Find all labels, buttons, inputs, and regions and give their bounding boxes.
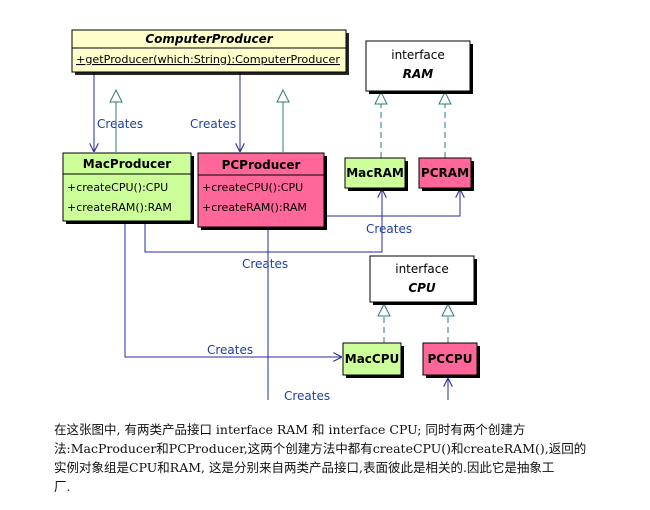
macram-realization-arrowhead (374, 90, 388, 105)
computer-producer-name: ComputerProducer (145, 32, 273, 46)
maccpu-class[interactable]: MacCPU (342, 342, 404, 378)
cpu-interface-keyword: interface (395, 262, 449, 276)
pccpu-name: PCCPU (428, 352, 473, 366)
caption-line: 厂. (54, 479, 71, 494)
macram-class[interactable]: MacRAM (344, 157, 408, 191)
creates-label-mac-producer: Creates (97, 117, 143, 131)
ram-interface-keyword: interface (391, 48, 445, 62)
pcram-name: PCRAM (421, 166, 469, 180)
cpu-interface[interactable]: interface CPU (369, 255, 477, 305)
creates-pccpu-line (267, 228, 448, 400)
pccpu-realization-arrowhead (441, 302, 455, 317)
macram-name: MacRAM (346, 166, 404, 180)
pc-producer-class[interactable]: PCProducer +createCPU():CPU +createRAM()… (197, 152, 327, 230)
creates-label-pc-producer: Creates (190, 117, 236, 131)
caption-line: 实例对象组是CPU和RAM, 这是分别来自两类产品接口,表面彼此是相关的.因此它… (54, 460, 555, 475)
computer-producer-class[interactable]: ComputerProducer +getProducer(which:Stri… (71, 29, 349, 75)
maccpu-name: MacCPU (345, 352, 400, 366)
diagram-caption: 在这张图中, 有两类产品接口 interface RAM 和 interface… (54, 420, 614, 496)
pc-producer-generalization-arrowhead (276, 88, 290, 103)
creates-label-pccpu: Creates (284, 389, 330, 400)
pccpu-class[interactable]: PCCPU (422, 342, 480, 378)
mac-producer-generalization-arrowhead (109, 88, 123, 103)
mac-producer-class[interactable]: MacProducer +createCPU():CPU +createRAM(… (62, 152, 194, 224)
pc-producer-create-ram: +createRAM():RAM (202, 201, 307, 214)
caption-line: 在这张图中, 有两类产品接口 interface RAM 和 interface… (54, 422, 526, 437)
caption-line: 法:MacProducer和PCProducer,这两个创建方法中都有creat… (54, 441, 587, 456)
creates-label-maccpu: Creates (207, 343, 253, 357)
uml-class-diagram: Creates Creates Creates Creates Creates … (62, 29, 480, 400)
creates-macram-line (144, 189, 382, 253)
mac-producer-create-ram: +createRAM():RAM (67, 201, 172, 214)
cpu-interface-name: CPU (408, 281, 436, 295)
pcram-realization-arrowhead (438, 90, 452, 105)
mac-producer-create-cpu: +createCPU():CPU (67, 181, 168, 194)
pc-producer-name: PCProducer (222, 158, 301, 172)
creates-label-pcram: Creates (366, 222, 412, 236)
mac-producer-name: MacProducer (83, 157, 171, 171)
computer-producer-operation: +getProducer(which:String):ComputerProdu… (76, 53, 340, 66)
pc-producer-create-cpu: +createCPU():CPU (202, 181, 303, 194)
creates-pcram-line (325, 189, 460, 217)
ram-interface[interactable]: interface RAM (365, 40, 473, 94)
creates-maccpu-line (124, 222, 342, 357)
pcram-class[interactable]: PCRAM (418, 157, 474, 191)
creates-label-macram: Creates (242, 257, 288, 271)
ram-interface-name: RAM (403, 67, 434, 81)
maccpu-realization-arrowhead (377, 302, 391, 317)
